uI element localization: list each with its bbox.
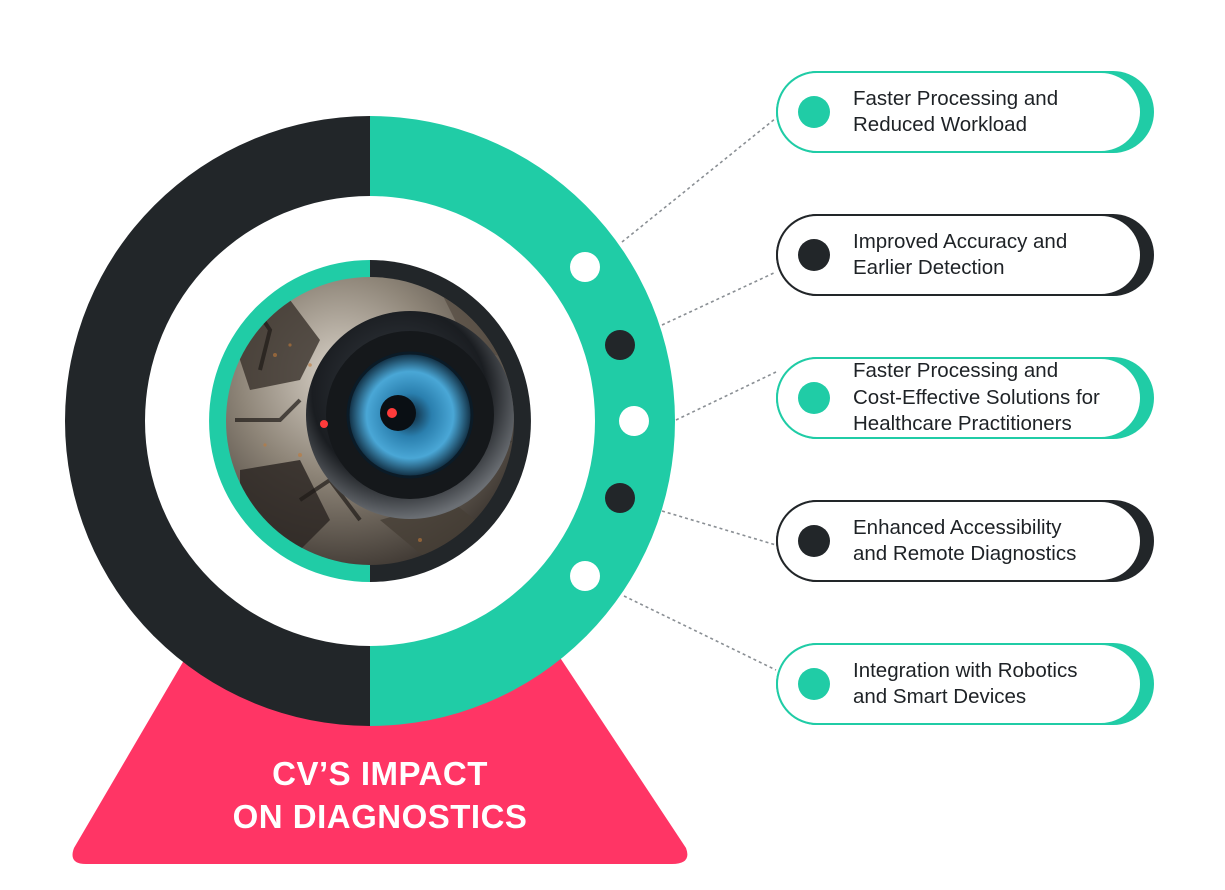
item-label: Enhanced Accessibility and Remote Diagno…: [853, 515, 1077, 566]
ring-dot: [605, 483, 635, 513]
bullet-dot-icon: [798, 239, 830, 271]
bullet-dot-icon: [798, 382, 830, 414]
connector-lines: [621, 117, 777, 671]
item-label: Faster Processing and Reduced Workload: [853, 86, 1059, 137]
title-line-1: CV’S IMPACT: [272, 755, 488, 792]
item-pill-4: Enhanced Accessibility and Remote Diagno…: [776, 500, 1154, 582]
outer-ring-dark: [65, 116, 370, 726]
pink-triangle-base: [72, 650, 688, 864]
ring-dot: [605, 330, 635, 360]
bullet-dot-icon: [798, 668, 830, 700]
item-pill-1: Faster Processing and Reduced Workload: [776, 71, 1154, 153]
bullet-dot-icon: [798, 525, 830, 557]
diagram-title: CV’S IMPACT ON DIAGNOSTICS: [150, 752, 610, 838]
item-pill-3: Faster Processing and Cost-Effective Sol…: [776, 357, 1154, 439]
ring-dot: [570, 561, 600, 591]
item-label: Improved Accuracy and Earlier Detection: [853, 229, 1068, 280]
item-pill-5: Integration with Robotics and Smart Devi…: [776, 643, 1154, 725]
title-line-2: ON DIAGNOSTICS: [232, 798, 528, 835]
item-label: Integration with Robotics and Smart Devi…: [853, 658, 1078, 709]
ring-dot: [619, 406, 649, 436]
item-pill-2: Improved Accuracy and Earlier Detection: [776, 214, 1154, 296]
bullet-dot-icon: [798, 96, 830, 128]
ring-dot: [570, 252, 600, 282]
item-label: Faster Processing and Cost-Effective Sol…: [853, 359, 1100, 436]
